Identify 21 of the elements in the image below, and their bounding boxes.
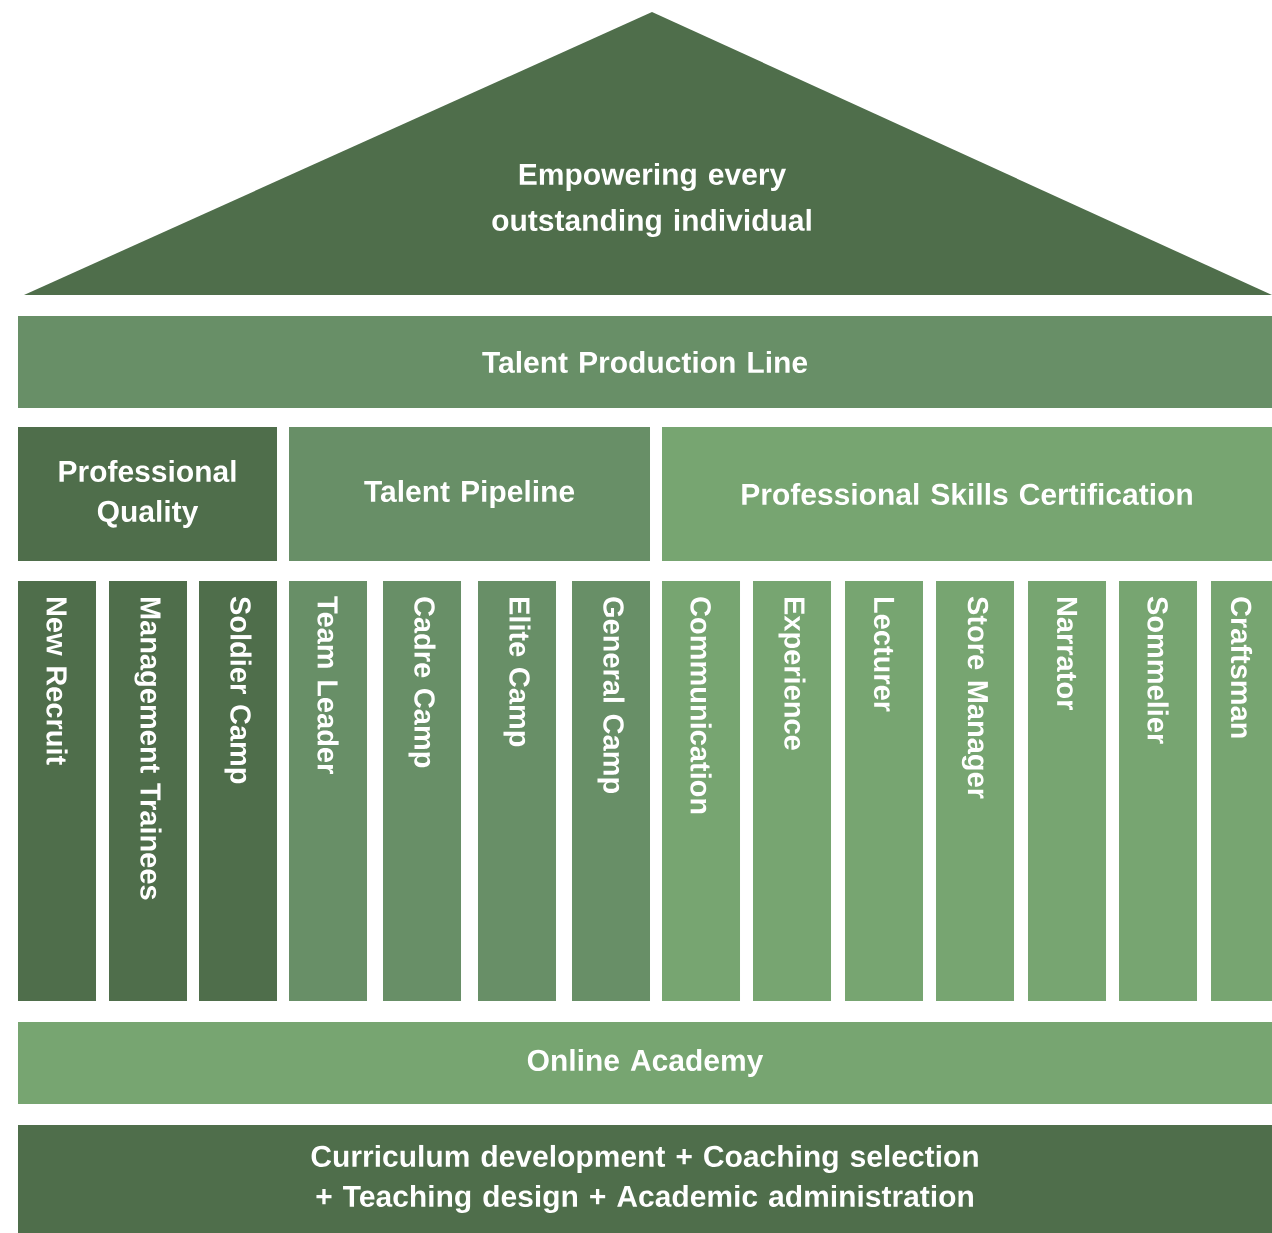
category-box: Talent Pipeline [289, 427, 650, 561]
category-box: Professional Quality [18, 427, 277, 561]
pillar-column: Soldier Camp [199, 581, 277, 1001]
category-box: Professional Skills Certification [662, 427, 1272, 561]
roof-triangle: Empowering every outstanding individual [24, 12, 1272, 295]
pillar-column: Cadre Camp [383, 581, 461, 1001]
pillar-column: New Recruit [18, 581, 96, 1001]
pillar-column: Sommelier [1119, 581, 1197, 1001]
pillar-column: Elite Camp [478, 581, 556, 1001]
pillar-column: Experience [753, 581, 831, 1001]
pillar-column: Store Manager [936, 581, 1014, 1001]
pillar-column: Lecturer [845, 581, 923, 1001]
banner-bar: Curriculum development + Coaching selection + Teaching design + Academic administration [18, 1125, 1272, 1233]
banner-bar: Talent Production Line [18, 316, 1272, 408]
pillar-column: Team Leader [289, 581, 367, 1001]
pillar-column: Management Trainees [109, 581, 187, 1001]
banner-bar: Online Academy [18, 1022, 1272, 1104]
pillar-column: Narrator [1028, 581, 1106, 1001]
pillar-column: General Camp [572, 581, 650, 1001]
pillar-column: Communication [662, 581, 740, 1001]
pillar-column: Craftsman [1211, 581, 1272, 1001]
